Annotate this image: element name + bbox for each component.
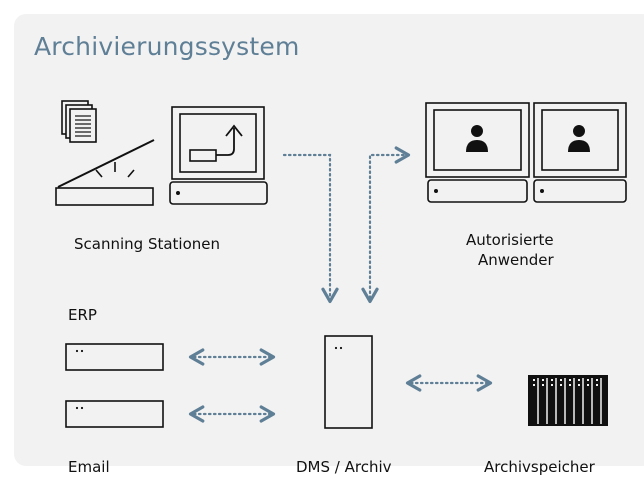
authorized-users-label-line1: Autorisierte <box>466 231 554 249</box>
email-label: Email <box>68 458 110 476</box>
computer-workstation-icon <box>169 106 268 205</box>
authorized-users-label-line2: Anwender <box>478 251 554 269</box>
scanning-stations-label: Scanning Stationen <box>74 235 221 253</box>
scanner-icon <box>55 100 155 206</box>
user-monitor-icon <box>425 102 530 203</box>
dms-to-users-connector <box>361 146 411 304</box>
scanning-to-dms-connector <box>282 153 339 304</box>
dms-server-icon <box>324 335 373 429</box>
dms-archive-label: DMS / Archiv <box>296 458 392 476</box>
archive-storage-label: Archivspeicher <box>484 458 595 476</box>
email-server-icon <box>65 400 164 428</box>
diagram-title: Archivierungssystem <box>34 32 300 61</box>
archive-storage-icon <box>528 375 608 426</box>
user-monitor-icon <box>533 102 627 203</box>
erp-server-icon <box>65 343 164 371</box>
erp-label: ERP <box>68 306 97 324</box>
